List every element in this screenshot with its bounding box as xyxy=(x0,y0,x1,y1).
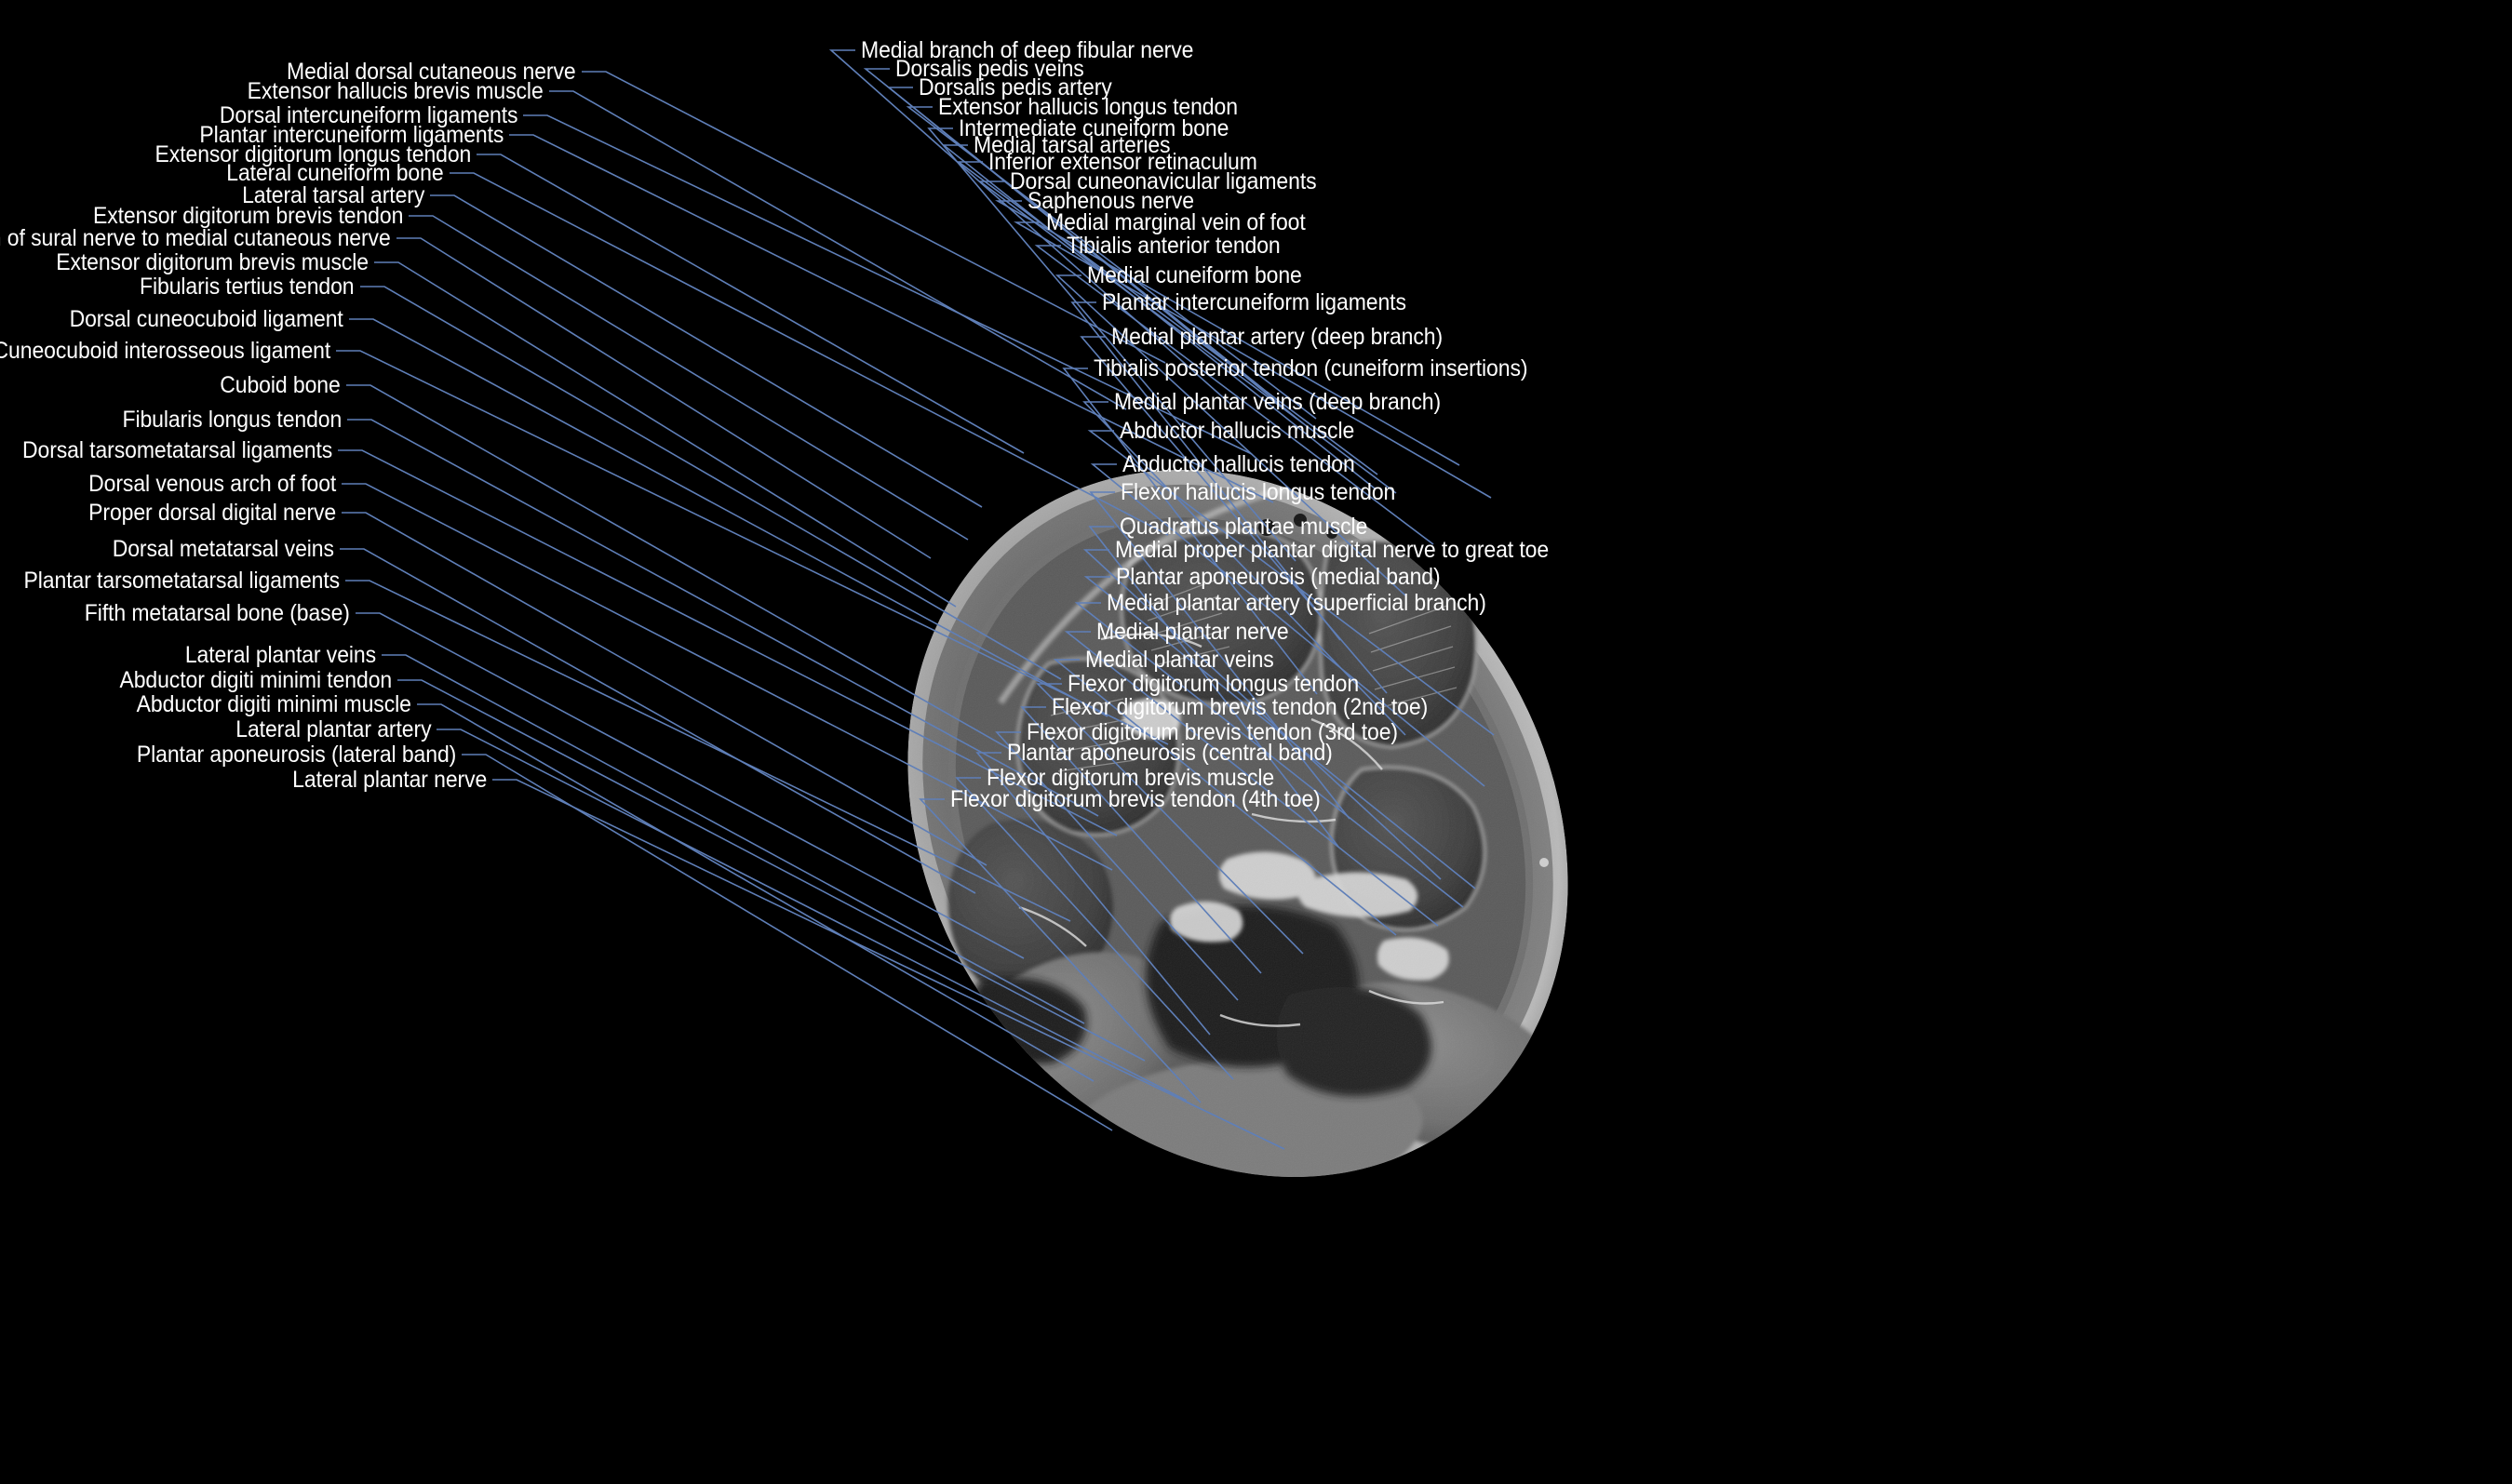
label-extensor-digitorum-brevis-muscle: Extensor digitorum brevis muscle xyxy=(56,249,369,275)
label-intermediate-cuneiform-bone: Intermediate cuneiform bone xyxy=(959,115,1229,141)
label-dorsalis-pedis-veins: Dorsalis pedis veins xyxy=(895,56,1084,82)
label-quadratus-plantae-muscle: Quadratus plantae muscle xyxy=(1120,514,1368,540)
label-plantar-aponeurosis-central-band: Plantar aponeurosis (central band) xyxy=(1007,740,1333,766)
leader-line xyxy=(396,237,932,559)
label-dorsal-venous-arch-of-foot: Dorsal venous arch of foot xyxy=(87,471,336,497)
label-medial-tarsal-arteries: Medial tarsal arteries xyxy=(974,132,1171,158)
label-flexor-digitorum-brevis-tendon-3rd-toe: Flexor digitorum brevis tendon (3rd toe) xyxy=(1027,719,1399,745)
label-abductor-hallucis-muscle: Abductor hallucis muscle xyxy=(1120,418,1355,444)
label-dorsal-intercuneiform-ligaments: Dorsal intercuneiform ligaments xyxy=(219,102,517,128)
label-abductor-digiti-minimi-muscle: Abductor digiti minimi muscle xyxy=(136,691,411,717)
label-flexor-hallucis-longus-tendon: Flexor hallucis longus tendon xyxy=(1121,479,1396,505)
label-abductor-digiti-minimi-tendon: Abductor digiti minimi tendon xyxy=(119,667,392,693)
label-dorsal-cuneocuboid-ligament: Dorsal cuneocuboid ligament xyxy=(69,306,343,332)
label-plantar-intercuneiform-ligaments: Plantar intercuneiform ligaments xyxy=(1102,289,1406,315)
label-flexor-digitorum-brevis-tendon-2nd-toe: Flexor digitorum brevis tendon (2nd toe) xyxy=(1052,694,1429,720)
label-tibialis-anterior-tendon: Tibialis anterior tendon xyxy=(1067,233,1281,259)
label-flexor-digitorum-longus-tendon: Flexor digitorum longus tendon xyxy=(1068,671,1360,697)
label-inferior-extensor-retinaculum: Inferior extensor retinaculum xyxy=(988,149,1257,175)
label-extensor-hallucis-brevis-muscle: Extensor hallucis brevis muscle xyxy=(247,78,544,104)
label-plantar-aponeurosis-lateral-band: Plantar aponeurosis (lateral band) xyxy=(136,742,456,768)
label-dorsal-tarsometatarsal-ligaments: Dorsal tarsometatarsal ligaments xyxy=(21,437,332,463)
label-dorsal-cuneonavicular-ligaments: Dorsal cuneonavicular ligaments xyxy=(1010,168,1317,194)
label-medial-dorsal-cutaneous-nerve: Medial dorsal cutaneous nerve xyxy=(287,59,576,85)
label-medial-proper-plantar-digital-nerve-to-great-toe: Medial proper plantar digital nerve to g… xyxy=(1115,537,1550,563)
label-anastomotic-branch-of-sural-nerve-to-medial-cutaneous-nerve: Anastomotic branch of sural nerve to med… xyxy=(0,225,391,251)
label-extensor-digitorum-longus-tendon: Extensor digitorum longus tendon xyxy=(154,141,471,167)
label-dorsalis-pedis-artery: Dorsalis pedis artery xyxy=(919,74,1112,100)
label-medial-plantar-veins-deep-branch: Medial plantar veins (deep branch) xyxy=(1114,389,1442,415)
label-lateral-plantar-veins: Lateral plantar veins xyxy=(184,642,376,668)
label-fibularis-tertius-tendon: Fibularis tertius tendon xyxy=(140,274,356,300)
label-medial-cuneiform-bone: Medial cuneiform bone xyxy=(1087,262,1302,288)
label-lateral-cuneiform-bone: Lateral cuneiform bone xyxy=(226,160,444,186)
label-abductor-hallucis-tendon: Abductor hallucis tendon xyxy=(1122,451,1355,477)
label-medial-plantar-veins: Medial plantar veins xyxy=(1085,647,1274,673)
label-lateral-plantar-nerve: Lateral plantar nerve xyxy=(291,767,487,793)
label-cuneocuboid-interosseous-ligament: Cuneocuboid interosseous ligament xyxy=(0,338,330,364)
label-plantar-intercuneiform-ligaments: Plantar intercuneiform ligaments xyxy=(199,122,504,148)
label-dorsal-metatarsal-veins: Dorsal metatarsal veins xyxy=(112,536,334,562)
label-medial-branch-of-deep-fibular-nerve: Medial branch of deep fibular nerve xyxy=(861,37,1194,63)
label-medial-plantar-artery-superficial-branch: Medial plantar artery (superficial branc… xyxy=(1107,590,1486,616)
label-proper-dorsal-digital-nerve: Proper dorsal digital nerve xyxy=(88,500,336,526)
label-tibialis-posterior-tendon-cuneiform-insertions: Tibialis posterior tendon (cuneiform ins… xyxy=(1094,355,1528,381)
label-plantar-aponeurosis-medial-band: Plantar aponeurosis (medial band) xyxy=(1116,564,1441,590)
label-plantar-tarsometatarsal-ligaments: Plantar tarsometatarsal ligaments xyxy=(23,568,340,594)
label-medial-plantar-artery-deep-branch: Medial plantar artery (deep branch) xyxy=(1111,324,1444,350)
label-extensor-digitorum-brevis-tendon: Extensor digitorum brevis tendon xyxy=(92,203,403,229)
leader-line xyxy=(477,154,1025,454)
label-fibularis-longus-tendon: Fibularis longus tendon xyxy=(122,407,342,433)
label-saphenous-nerve: Saphenous nerve xyxy=(1028,188,1194,214)
label-cuboid-bone: Cuboid bone xyxy=(220,372,342,398)
label-extensor-hallucis-longus-tendon: Extensor hallucis longus tendon xyxy=(938,94,1238,120)
label-medial-plantar-nerve: Medial plantar nerve xyxy=(1096,619,1289,645)
label-flexor-digitorum-brevis-muscle: Flexor digitorum brevis muscle xyxy=(987,765,1275,791)
label-lateral-tarsal-artery: Lateral tarsal artery xyxy=(241,182,424,208)
label-fifth-metatarsal-bone-base: Fifth metatarsal bone (base) xyxy=(84,600,350,626)
label-flexor-digitorum-brevis-tendon-4th-toe: Flexor digitorum brevis tendon (4th toe) xyxy=(950,786,1321,812)
label-lateral-plantar-artery: Lateral plantar artery xyxy=(235,716,431,742)
label-medial-marginal-vein-of-foot: Medial marginal vein of foot xyxy=(1046,209,1306,235)
